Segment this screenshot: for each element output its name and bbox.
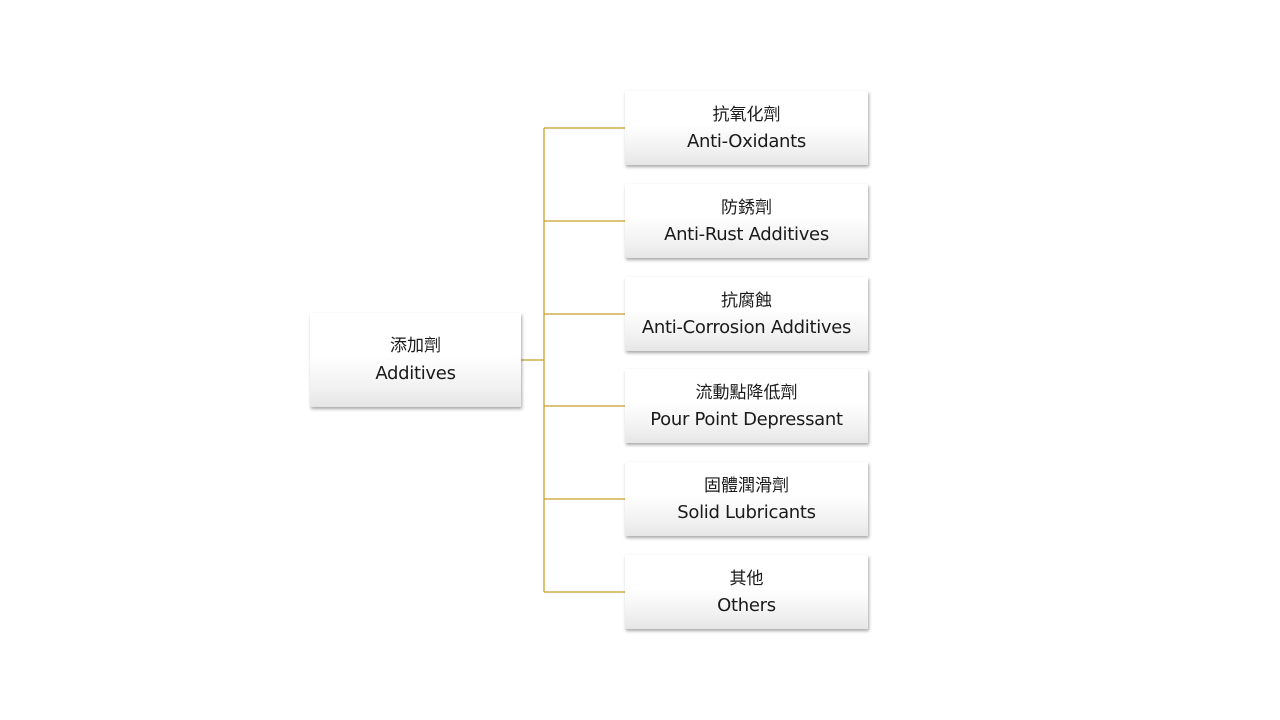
child-node-label-en: Others [717,594,776,616]
child-node-label-en: Anti-Corrosion Additives [641,316,852,338]
child-node-anti-corrosion: 抗腐蝕 Anti-Corrosion Additives [625,277,868,351]
child-node-label-en: Solid Lubricants [677,501,816,523]
child-node-label-zh: 抗氧化劑 [712,104,781,125]
child-node-anti-oxidants: 抗氧化劑 Anti-Oxidants [625,91,868,165]
root-node-label-en: Additives [375,363,456,384]
child-node-label-zh: 其他 [729,568,764,589]
child-node-label-en: Anti-Oxidants [687,130,806,152]
child-node-label-zh: 流動點降低劑 [695,382,798,403]
child-node-label-zh: 防銹劑 [721,197,772,218]
root-node-label-zh: 添加劑 [390,336,441,356]
root-node-additives: 添加劑 Additives [310,313,521,407]
child-node-solid-lubricants: 固體潤滑劑 Solid Lubricants [625,462,868,536]
child-node-label-zh: 抗腐蝕 [721,290,772,311]
child-node-pour-point-depressant: 流動點降低劑 Pour Point Depressant [625,369,868,443]
child-node-label-en: Pour Point Depressant [650,408,843,430]
child-node-label-en: Anti-Rust Additives [664,223,829,245]
child-node-label-zh: 固體潤滑劑 [704,475,789,496]
child-node-others: 其他 Others [625,555,868,629]
child-node-anti-rust: 防銹劑 Anti-Rust Additives [625,184,868,258]
